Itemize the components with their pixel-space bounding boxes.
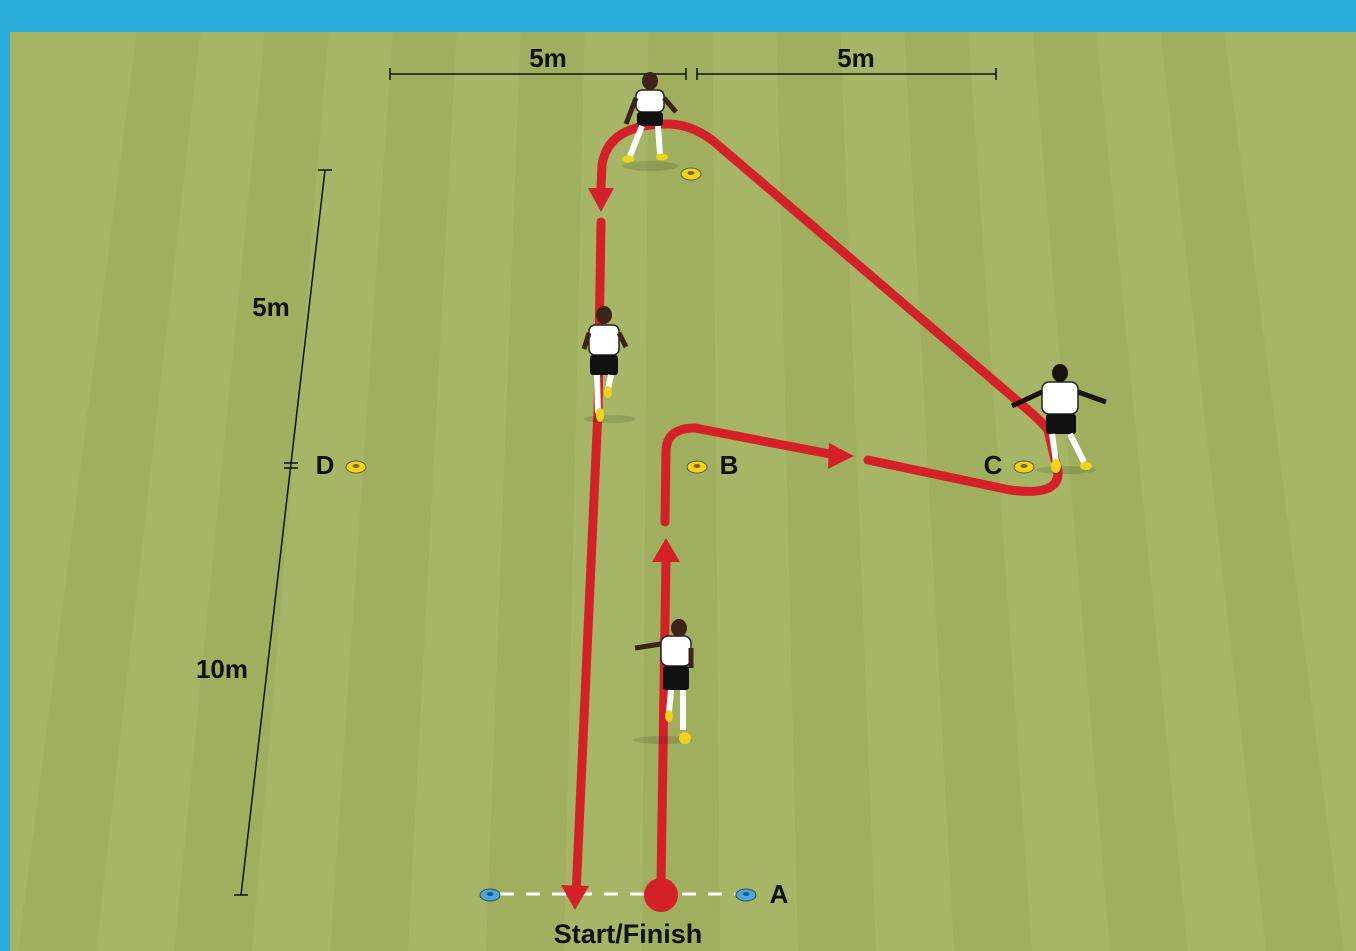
marker-d-label: D [316, 450, 335, 480]
running-path [571, 119, 1063, 900]
grass-stripe [486, 32, 585, 951]
player-bottom [633, 619, 694, 744]
player-middle [581, 306, 636, 423]
grass-stripe [904, 32, 1032, 951]
cone-start-left [479, 888, 501, 902]
measure-top-right [696, 68, 997, 80]
path-arrowheads [561, 188, 854, 910]
cone-a [735, 888, 757, 902]
cone-d [345, 460, 367, 474]
cone-b [686, 460, 708, 474]
measure-top-left-label: 5m [529, 43, 567, 73]
path-start-to-b [656, 553, 671, 889]
measure-side-upper-label: 5m [252, 292, 290, 322]
player-top [622, 72, 678, 171]
marker-c-label: C [984, 450, 1003, 480]
grass-stripe [330, 32, 457, 951]
grass-stripe [1160, 32, 1344, 951]
measure-top-right-label: 5m [837, 43, 875, 73]
path-b-turn [660, 423, 835, 527]
cone-top [680, 167, 702, 181]
measure-side-lower-label: 10m [196, 654, 248, 684]
grass-stripe [174, 32, 329, 951]
path-b-to-c [596, 119, 1063, 496]
start-marker [644, 878, 678, 912]
arrow-up [652, 538, 680, 562]
grass-stripe [1032, 32, 1188, 951]
measure-top-left [389, 68, 687, 80]
pitch [10, 32, 1356, 951]
player-right [1010, 364, 1107, 474]
marker-a-label: A [770, 879, 789, 909]
marker-b-label: B [720, 450, 739, 480]
measure-side [234, 169, 332, 896]
arrow-down-bottom [561, 885, 589, 910]
start-finish-label: Start/Finish [554, 919, 703, 949]
arrow-right [828, 443, 854, 469]
grass-stripe [776, 32, 876, 951]
arrow-down-top [588, 188, 614, 212]
cone-c [1013, 460, 1035, 474]
grass-stripe [18, 32, 201, 951]
